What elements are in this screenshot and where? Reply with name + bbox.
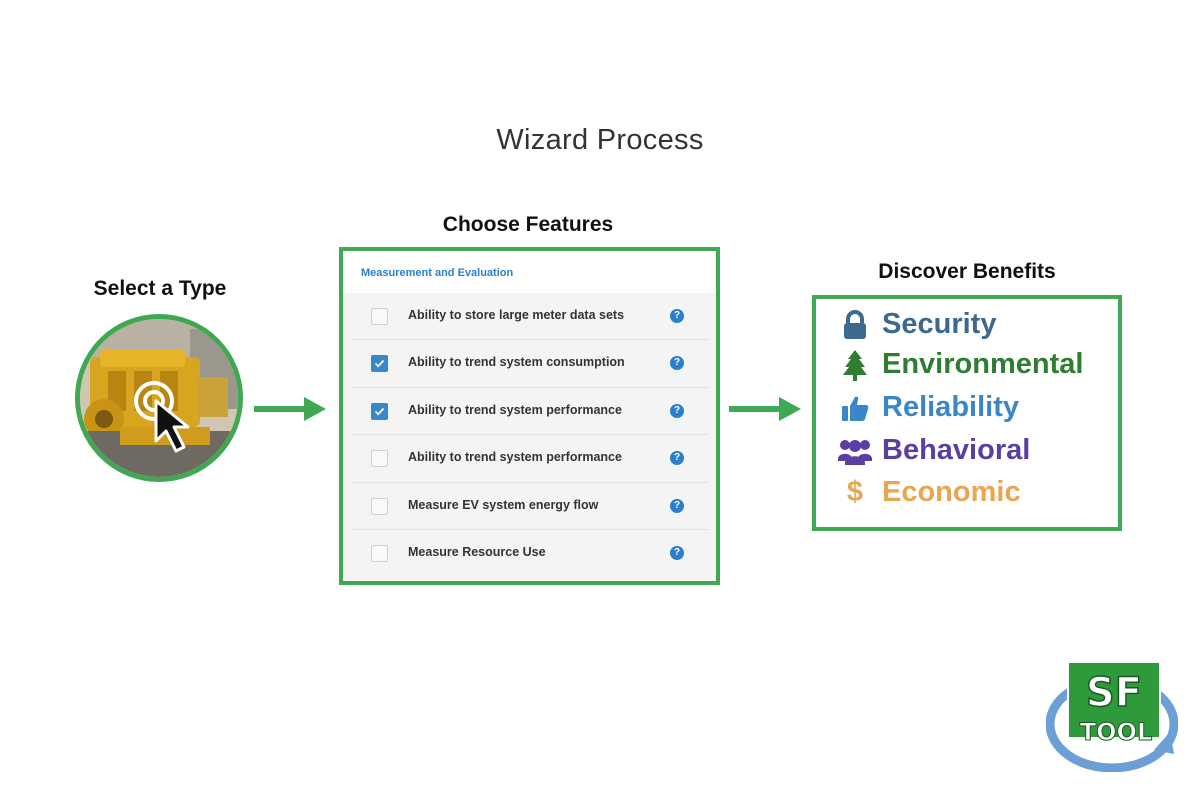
feature-checkbox[interactable] xyxy=(371,355,388,373)
arrow-right-icon xyxy=(729,397,801,421)
feature-row[interactable]: Ability to trend system consumption ? xyxy=(351,340,708,388)
sftool-logo[interactable]: SF TOOL xyxy=(1046,662,1178,772)
benefit-label: Behavioral xyxy=(882,433,1031,466)
feature-label: Ability to store large meter data sets xyxy=(408,308,625,322)
engine-illustration xyxy=(80,319,238,477)
feature-list: Ability to store large meter data sets ?… xyxy=(343,293,716,577)
feature-row[interactable]: Ability to trend system performance ? xyxy=(351,388,708,436)
help-icon[interactable]: ? xyxy=(670,356,684,371)
feature-row[interactable]: Measure EV system energy flow ? xyxy=(351,483,708,530)
help-icon[interactable]: ? xyxy=(670,545,684,560)
benefit-environmental: Environmental xyxy=(838,347,1084,382)
check-icon xyxy=(374,360,385,368)
feature-label: Measure Resource Use xyxy=(408,544,546,559)
cursor-icon xyxy=(154,399,190,453)
users-icon xyxy=(838,434,872,467)
equipment-type-image[interactable] xyxy=(75,314,243,482)
step-discover-benefits-label: Discover Benefits xyxy=(878,260,1056,283)
dollar-icon: $ xyxy=(846,475,864,508)
benefit-label: Economic xyxy=(882,475,1021,508)
logo-text-sf: SF xyxy=(1086,670,1142,716)
help-icon[interactable]: ? xyxy=(670,498,684,513)
benefit-economic: $ Economic xyxy=(838,475,1021,509)
thumbs-up-icon xyxy=(838,391,872,424)
feature-checkbox[interactable] xyxy=(371,497,388,515)
step-choose-features-label: Choose Features xyxy=(442,213,614,236)
help-icon[interactable]: ? xyxy=(670,451,684,466)
feature-checkbox[interactable] xyxy=(371,308,388,325)
feature-label: Measure EV system energy flow xyxy=(408,497,599,512)
logo-text-tool: TOOL xyxy=(1080,718,1152,746)
feature-checkbox[interactable] xyxy=(371,402,388,420)
benefits-panel: Security Environmental Reliability Behav… xyxy=(812,295,1122,531)
feature-label: Ability to trend system consumption xyxy=(408,355,625,370)
feature-row[interactable]: Ability to store large meter data sets ? xyxy=(351,293,708,341)
feature-checkbox[interactable] xyxy=(371,544,388,562)
feature-label: Ability to trend system performance xyxy=(408,402,622,417)
lock-icon xyxy=(838,308,872,341)
benefit-label: Security xyxy=(882,307,997,340)
benefit-security: Security xyxy=(838,307,996,341)
tree-icon xyxy=(838,348,872,382)
check-icon xyxy=(374,407,385,416)
feature-row[interactable]: Measure Resource Use ? xyxy=(351,530,708,577)
benefit-label: Environmental xyxy=(882,347,1084,380)
features-section-title: Measurement and Evaluation xyxy=(343,251,716,293)
step-select-type-label: Select a Type xyxy=(93,277,227,300)
feature-checkbox[interactable] xyxy=(371,450,388,468)
benefit-reliability: Reliability xyxy=(838,390,1019,424)
feature-label: Ability to trend system performance xyxy=(408,450,622,465)
benefit-behavioral: Behavioral xyxy=(838,433,1030,467)
page-title: Wizard Process xyxy=(496,124,704,156)
help-icon[interactable]: ? xyxy=(670,309,684,323)
arrow-right-icon xyxy=(254,397,326,421)
target-icon xyxy=(134,381,174,421)
feature-row[interactable]: Ability to trend system performance ? xyxy=(351,435,708,483)
help-icon[interactable]: ? xyxy=(670,403,684,418)
benefit-label: Reliability xyxy=(882,390,1019,423)
features-panel: Measurement and Evaluation Ability to st… xyxy=(339,247,720,585)
